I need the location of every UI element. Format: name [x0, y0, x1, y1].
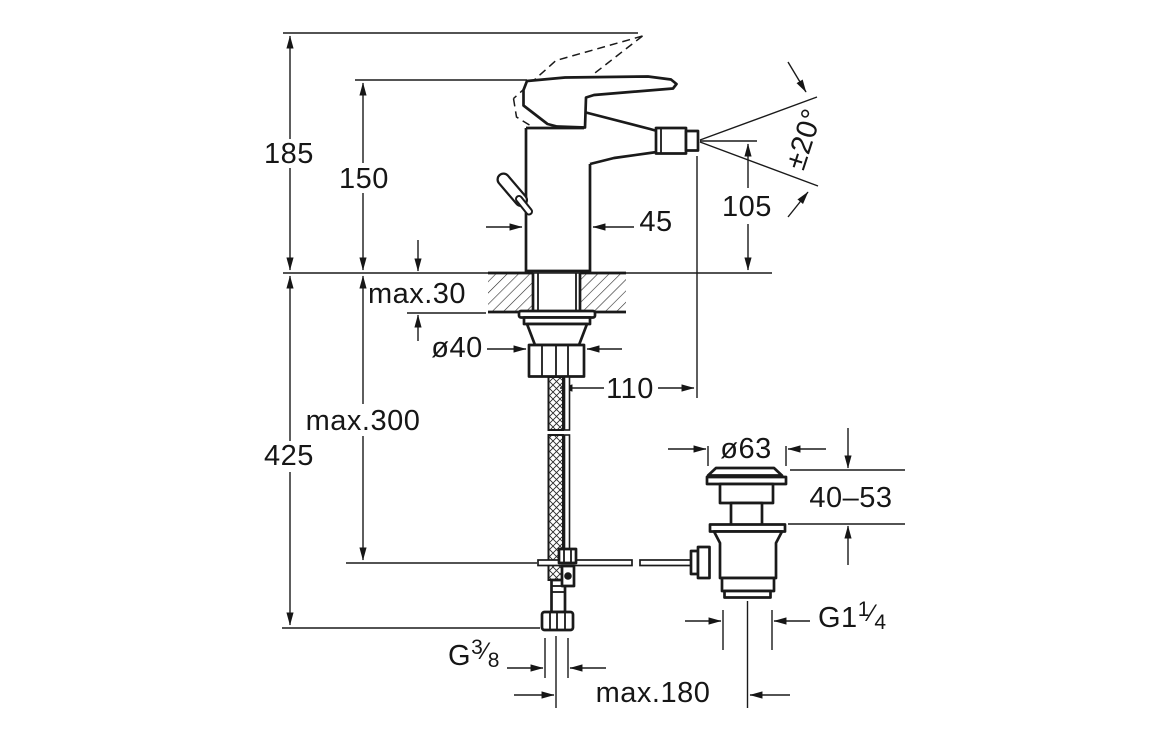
dimension-labels: 185 150 425 max.300 max.30 ø40 110 105 4… [264, 105, 892, 709]
mounting-shank [517, 273, 597, 378]
label-flange-dia: ø63 [720, 433, 771, 465]
label-deck-max: max.30 [368, 278, 466, 310]
faucet [496, 35, 711, 632]
waste-stem-lower [729, 501, 764, 527]
faucet-body [524, 110, 658, 273]
label-waste-adjust: 40–53 [809, 482, 892, 514]
popup-waste [705, 466, 788, 599]
handle-raised-dashed [512, 35, 643, 127]
label-total-height: 185 [264, 138, 314, 170]
rod-clamp [557, 547, 578, 565]
waste-body [712, 530, 784, 580]
label-shank-dia: ø40 [431, 332, 482, 364]
popup-rod-vertical [563, 376, 571, 431]
label-spout-reach: 110 [606, 373, 654, 405]
popup-knob [496, 172, 533, 216]
extension-lines [282, 32, 905, 708]
label-waste-thread: G11⁄4 [818, 598, 887, 634]
supply-hose [540, 376, 575, 632]
waste-stem-upper [718, 482, 775, 505]
countertop [488, 271, 626, 314]
clamp-screw [564, 572, 572, 580]
label-spray-angle: ±20° [780, 105, 830, 174]
label-handle-height: 150 [339, 163, 389, 195]
spout-aerator [654, 126, 700, 155]
pivot-nut [696, 545, 711, 580]
label-spout-height: 105 [722, 191, 772, 223]
cone-collar [525, 322, 589, 347]
popup-rod-vertical [563, 434, 571, 551]
waste-plug-top [706, 466, 784, 477]
popup-linkage [537, 545, 711, 588]
label-rod-max: max.300 [306, 405, 421, 437]
label-waste-offset: max.180 [596, 677, 711, 709]
label-body-width: 45 [639, 206, 672, 238]
dimension-lines [286, 35, 852, 699]
label-hose-thread: G3⁄8 [448, 636, 500, 672]
waste-body-base [723, 589, 772, 599]
label-hose-length: 425 [264, 440, 314, 472]
waste-body-cap [720, 576, 776, 593]
lever-handle [522, 75, 678, 129]
